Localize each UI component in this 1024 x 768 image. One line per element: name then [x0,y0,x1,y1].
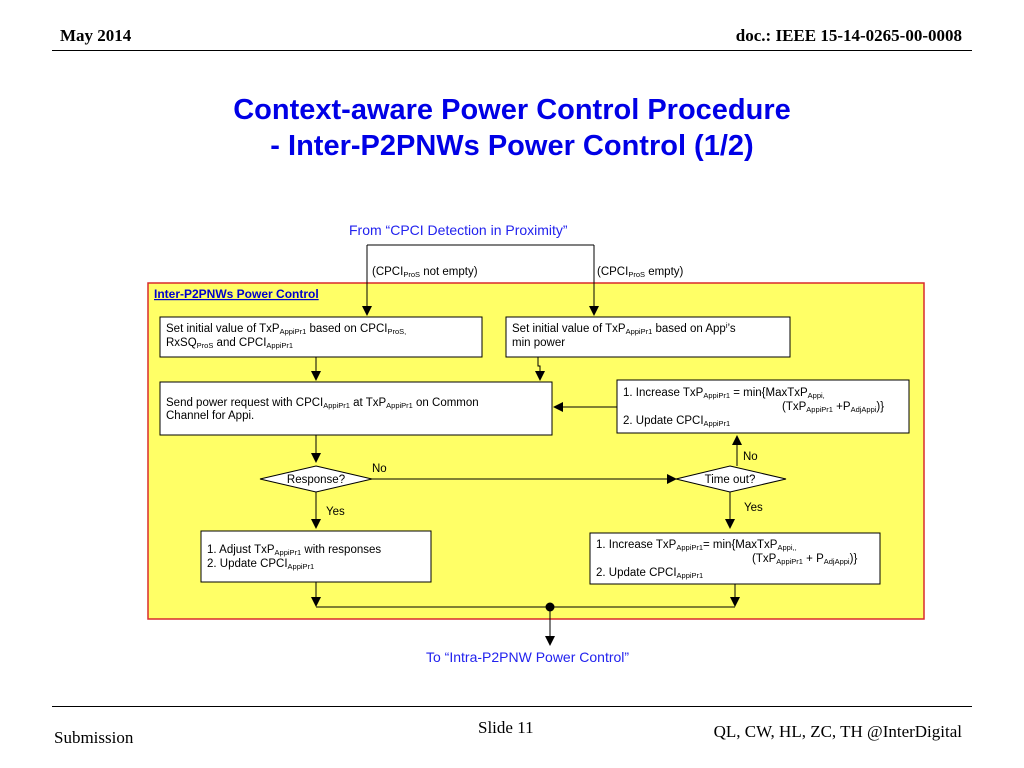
box-adjust-line2: 2. Update CPCIAppiPr1 [207,558,314,571]
branch-label-not-empty: (CPCIProS not empty) [372,266,478,279]
box-increase-top [616,379,910,434]
to-label: To “Intra-P2PNW Power Control” [426,649,629,665]
box-increase-top-line1: 1. Increase TxPAppiPr1 = min{MaxTxPAppi, [623,387,825,400]
header-date: May 2014 [60,26,132,45]
header-divider [52,50,972,51]
from-label: From “CPCI Detection in Proximity” [349,222,568,238]
box-increase-bottom-line1: 1. Increase TxPAppiPr1= min{MaxTxPAppi,, [596,539,797,552]
box-increase-top-line3: 2. Update CPCIAppiPr1 [623,415,730,428]
panel-title: Inter-P2PNWs Power Control [154,287,319,301]
title-line-1: Context-aware Power Control Procedure [233,94,791,126]
box-increase-bottom-line2: (TxPAppiPr1 + PAdjAppi)} [752,553,857,566]
decision-timeout-label: Time out? [705,474,756,486]
footer-authors: QL, CW, HL, ZC, TH @InterDigital [713,722,962,741]
footer-divider [52,706,972,707]
box-increase-bottom-line3: 2. Update CPCIAppiPr1 [596,567,703,580]
arrow-min-to-send [535,357,545,381]
slide-title: Context-aware Power Control Procedure - … [0,92,1024,164]
header-doc-id: doc.: IEEE 15-14-0265-00-0008 [735,26,962,45]
decision-response-label: Response? [287,474,345,486]
footer-submission: Submission [54,728,134,747]
box-adjust [200,530,432,583]
title-line-2: - Inter-P2PNWs Power Control (1/2) [270,130,754,162]
box-increase-bottom [589,532,881,585]
box-adjust-line1: 1. Adjust TxPAppiPr1 with responses [207,544,381,557]
footer-slide-number: Slide 11 [478,718,534,737]
box-set-initial-cpci-line1: Set initial value of TxPAppiPr1 based on… [166,323,406,336]
label-no-timeout: No [743,451,758,463]
box-send-request [159,381,553,436]
box-send-request-line1: Send power request with CPCIAppiPr1 at T… [166,397,479,410]
box-set-initial-cpci [159,316,483,358]
box-increase-top-line2: (TxPAppiPr1 +PAdjAppi)} [782,401,884,414]
box-set-initial-cpci-line2: RxSQProS and CPCIAppiPr1 [166,337,293,350]
box-set-initial-min-line1: Set initial value of TxPAppiPr1 based on… [512,321,736,336]
box-set-initial-min-line2: min power [512,337,565,349]
label-no-response: No [372,463,387,475]
label-yes-response: Yes [326,506,345,518]
label-yes-timeout: Yes [744,502,763,514]
box-set-initial-min [505,316,791,358]
branch-label-empty: (CPCIProS empty) [597,266,684,279]
box-send-request-line2: Channel for Appi. [166,410,254,422]
